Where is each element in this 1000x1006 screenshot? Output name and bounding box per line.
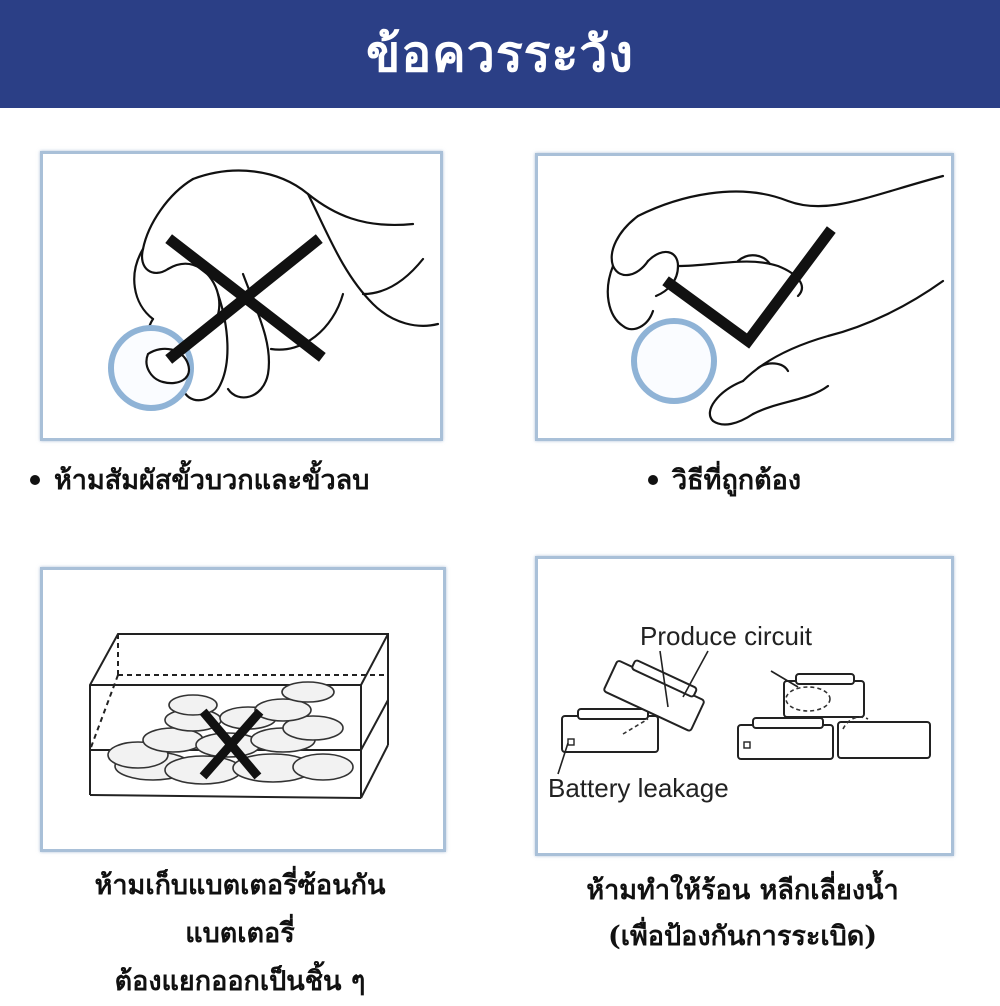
caption-line: (เพื่อป้องกันการระเบิด): [607, 921, 878, 952]
illustration-correct-grip: [535, 153, 954, 441]
batteries-in-box-drawing: [89, 633, 389, 799]
page-title: ข้อควรระวัง: [366, 23, 634, 83]
cross-mark-icon: [199, 708, 264, 780]
caption-line: แบตเตอรี่: [185, 918, 295, 949]
caption-line: ต้องแยกออกเป็นชิ้น ๆ: [114, 966, 366, 997]
hand-touching-both-terminals-drawing: [108, 169, 440, 411]
diagram-label-top: Produce circuit: [640, 621, 813, 651]
check-mark-icon: [662, 226, 836, 349]
illustration-wrong-grip: [40, 151, 443, 441]
header-banner: ข้อควรระวัง: [0, 0, 1000, 108]
caption-text: วิธีที่ถูกต้อง: [672, 465, 802, 496]
caption-text: ห้ามสัมผัสขั้วบวกและขั้วลบ: [54, 465, 370, 496]
short-circuit-diagram: Produce circuit Battery leakage: [548, 621, 931, 803]
caption-correct-grip: วิธีที่ถูกต้อง: [648, 458, 948, 501]
caption-wrong-grip: ห้ามสัมผัสขั้วบวกและขั้วลบ: [30, 458, 500, 501]
caption-line: ห้ามเก็บแบตเตอรี่ซ้อนกัน: [94, 870, 386, 901]
caption-line: ห้ามทำให้ร้อน หลีกเลี่ยงน้ำ: [586, 875, 899, 906]
bullet-icon: [30, 474, 40, 485]
illustration-short-circuit: Produce circuit Battery leakage: [535, 556, 954, 856]
illustration-stacked-batteries: [40, 567, 446, 852]
caption-stacked-batteries: ห้ามเก็บแบตเตอรี่ซ้อนกัน แบตเตอรี่ ต้องแ…: [20, 862, 460, 1006]
cross-mark-icon: [165, 234, 326, 364]
hand-holding-edges-drawing: [606, 174, 945, 426]
coin-pile: [107, 681, 354, 785]
caption-short-circuit: ห้ามทำให้ร้อน หลีกเลี่ยงน้ำ (เพื่อป้องกั…: [520, 868, 965, 960]
diagram-label-bottom: Battery leakage: [548, 773, 729, 803]
coin-battery-icon: [631, 318, 717, 404]
bullet-icon: [648, 474, 658, 485]
